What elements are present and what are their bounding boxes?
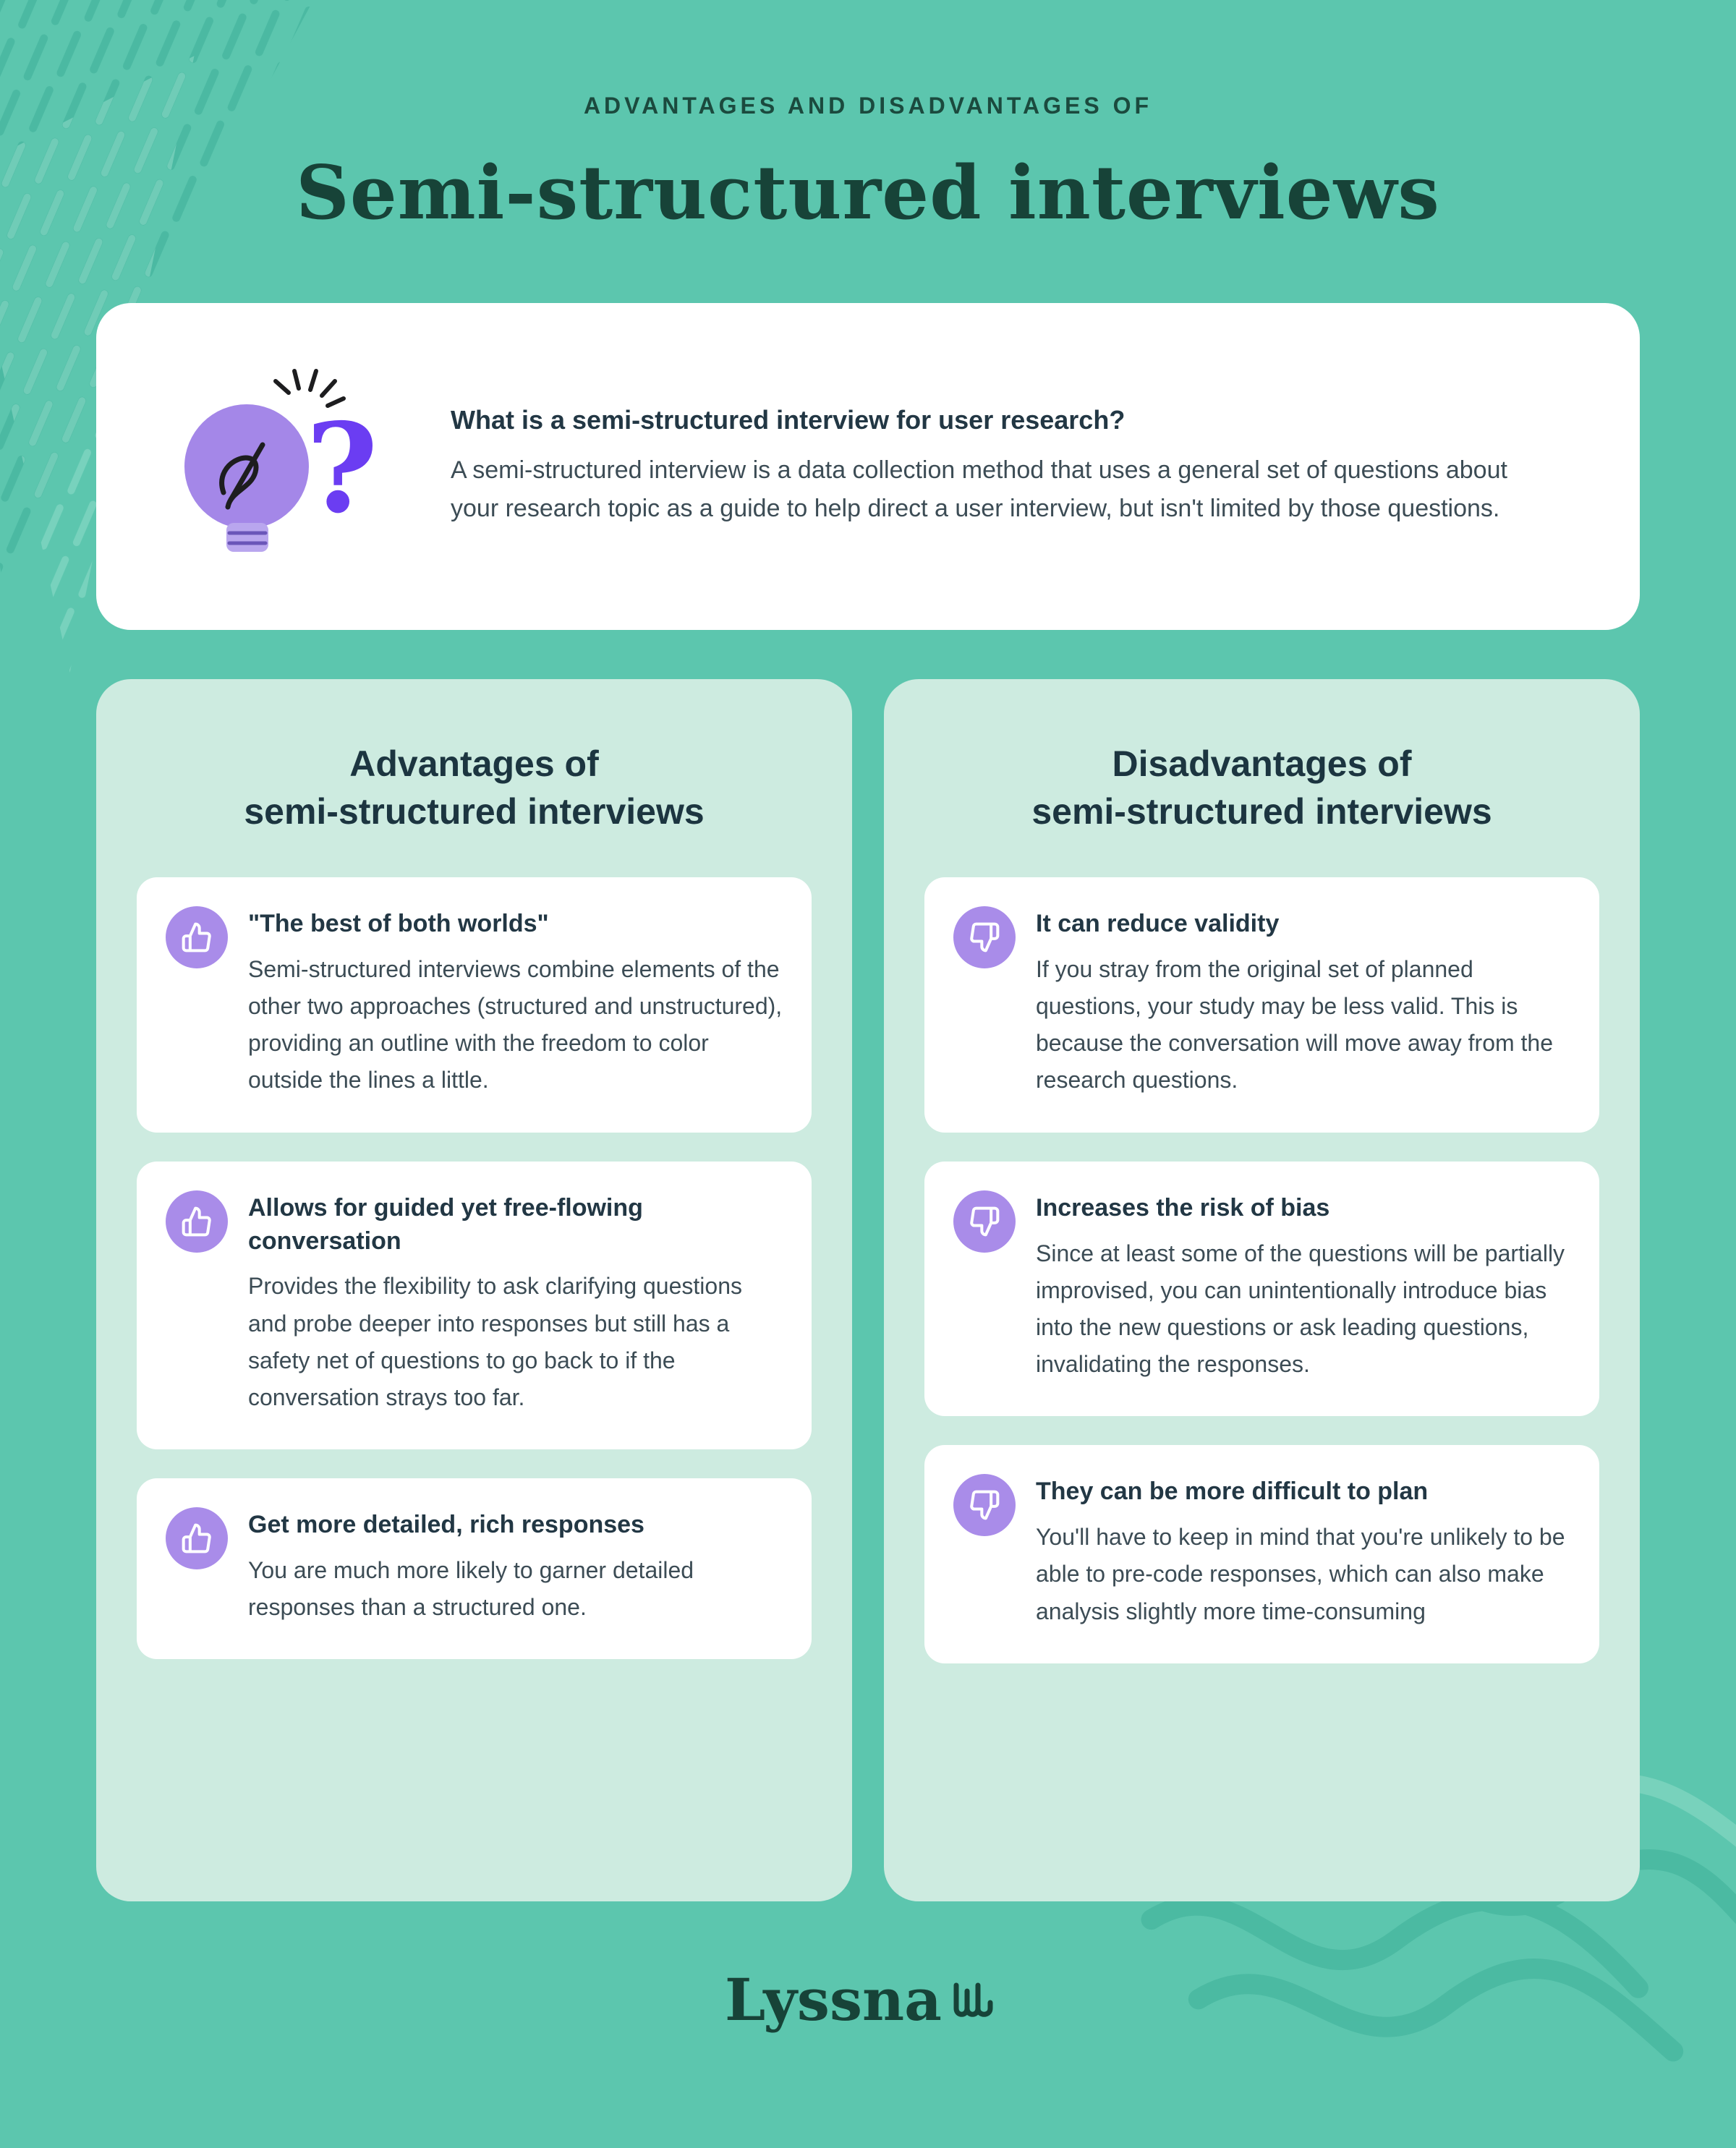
thumbs-up-icon [166, 1190, 228, 1253]
disadvantage-card-2: Increases the risk of bias Since at leas… [924, 1161, 1599, 1417]
disadvantage-1-title: It can reduce validity [1036, 910, 1280, 937]
advantage-3-title: Get more detailed, rich responses [248, 1511, 644, 1539]
disadvantage-3-body: You'll have to keep in mind that you're … [1036, 1524, 1565, 1624]
advantage-card-3: Get more detailed, rich responses You ar… [137, 1478, 812, 1660]
header: ADVANTAGES AND DISADVANTAGES OF Semi-str… [0, 0, 1736, 236]
lyssna-logo-squiggle-icon [953, 1982, 993, 2017]
intro-card: ? What is a semi-structured interview fo… [96, 303, 1640, 630]
bulb-glass [184, 404, 309, 529]
eyebrow-text: ADVANTAGES AND DISADVANTAGES OF [583, 93, 1153, 119]
thumbs-down-icon [953, 1190, 1016, 1253]
intro-body: A semi-structured interview is a data co… [451, 456, 1507, 522]
advantages-heading-line1: Advantages of [349, 743, 599, 784]
bulb-base [226, 523, 268, 552]
thumbs-down-icon [953, 906, 1016, 968]
advantage-card-2: Allows for guided yet free-flowing conve… [137, 1161, 812, 1450]
disadvantage-1-body: If you stray from the original set of pl… [1036, 955, 1554, 1094]
advantage-2-body: Provides the flexibility to ask clarifyi… [248, 1273, 742, 1410]
disadvantages-heading-line2: semi-structured interviews [1031, 791, 1492, 832]
advantage-1-body: Semi-structured interviews combine eleme… [248, 955, 783, 1094]
disadvantage-2-body: Since at least some of the questions wil… [1036, 1240, 1565, 1378]
advantage-card-1: "The best of both worlds" Semi-structure… [137, 877, 812, 1133]
disadvantage-2-title: Increases the risk of bias [1036, 1193, 1330, 1222]
page-title: Semi-structured interviews [296, 150, 1440, 236]
intro-heading: What is a semi-structured interview for … [451, 405, 1126, 435]
lyssna-logo-text: Lyssna [725, 1966, 942, 2034]
thumbs-up-icon [166, 1507, 228, 1570]
thumbs-down-icon [953, 1474, 1016, 1537]
disadvantages-panel: Disadvantages of semi-structured intervi… [884, 679, 1640, 1901]
lightbulb-question-illustration: ? [161, 358, 393, 575]
comparison-columns: Advantages of semi-structured interviews… [96, 679, 1640, 1901]
advantage-1-title: "The best of both worlds" [248, 910, 549, 937]
disadvantage-3-title: They can be more difficult to plan [1036, 1478, 1429, 1506]
disadvantages-heading-line1: Disadvantages of [1112, 743, 1412, 784]
advantage-3-body: You are much more likely to garner detai… [248, 1557, 694, 1621]
intro-text-block: What is a semi-structured interview for … [451, 405, 1560, 527]
question-mark-glyph: ? [306, 396, 378, 541]
disadvantage-card-3: They can be more difficult to plan You'l… [924, 1445, 1599, 1663]
thumbs-up-icon [166, 906, 228, 968]
disadvantages-heading: Disadvantages of semi-structured intervi… [924, 740, 1599, 835]
advantages-heading-line2: semi-structured interviews [244, 791, 705, 832]
advantages-heading: Advantages of semi-structured interviews [137, 740, 812, 835]
footer: Lyssna [0, 1971, 1736, 2029]
advantages-panel: Advantages of semi-structured interviews… [96, 679, 852, 1901]
advantage-2-title: Allows for guided yet free-flowing conve… [248, 1193, 643, 1255]
disadvantage-card-1: It can reduce validity If you stray from… [924, 877, 1599, 1133]
